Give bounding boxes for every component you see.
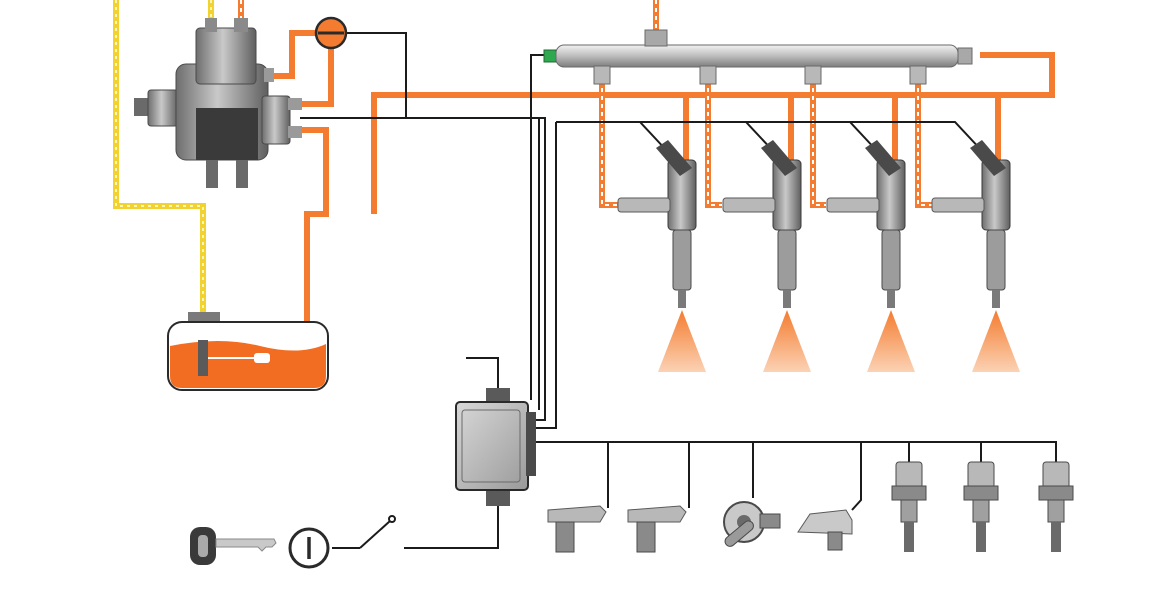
ecu-icon [455,388,536,506]
high-pressure-pump-icon [134,18,302,188]
electrical-wires [300,32,1057,549]
fuel-spray-icon [972,310,1020,372]
injector-icon [826,140,906,308]
high-pressure-lines [238,0,1055,330]
fuel-spray-icons [658,310,1020,372]
crankshaft-sensor-icon [547,505,607,553]
temperature-sensor-icon [963,461,999,552]
injector-icon [931,140,1011,308]
injector-icon [722,140,802,308]
pressure-regulator-valve-icon [314,16,348,50]
fuel-tank-icon [167,312,329,391]
throttle-pedal-sensor-icon [723,501,781,547]
fuel-spray-icon [763,310,811,372]
fuel-spray-icon [867,310,915,372]
injector-icon [617,140,697,308]
fuel-spray-icon [658,310,706,372]
common-rail-icon [543,29,973,85]
air-mass-sensor-icon [797,509,853,551]
camshaft-sensor-icon [627,505,687,553]
switch-icon [388,515,396,523]
ignition-lock-icon [288,527,330,569]
ignition-key-icon [190,527,277,565]
temperature-sensor-icon [1038,461,1074,552]
temperature-sensor-icon [891,461,927,552]
